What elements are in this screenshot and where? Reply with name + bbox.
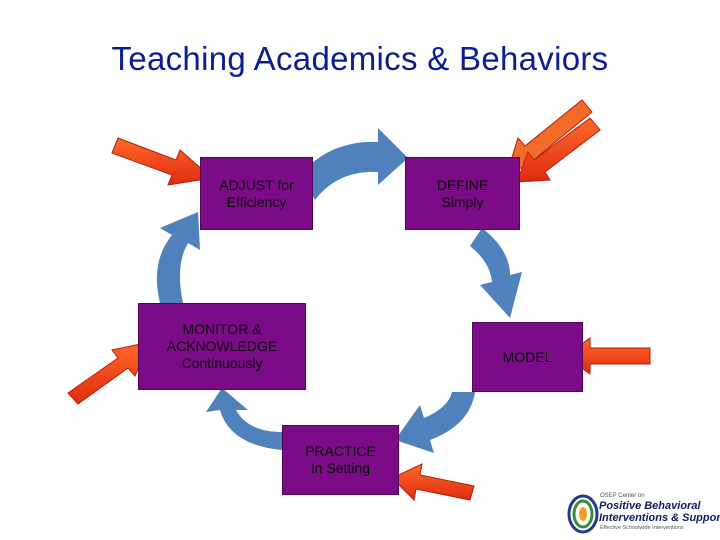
step-box-define: DEFINE Simply	[405, 157, 520, 230]
step-label-adjust: ADJUST for Efficiency	[219, 176, 294, 210]
cycle-arrow-left-upper	[156, 212, 200, 303]
cycle-arrow-top	[300, 128, 408, 200]
logo-text-line3: Interventions & Supports	[599, 512, 720, 524]
logo-text-line1: OSEP Center on	[600, 493, 645, 499]
step-label-define: DEFINE Simply	[436, 176, 489, 210]
step-label-practice: PRACTICE In Setting	[305, 443, 376, 476]
pointer-arrow-practice	[391, 463, 475, 502]
logo-text-line4: Effective Schoolwide Interventions	[600, 525, 684, 531]
cycle-arrow-right-lower	[395, 392, 475, 453]
pointer-arrow-adjust	[111, 137, 214, 186]
pbis-logo: OSEP Center on Positive Behavioral Inter…	[566, 492, 720, 536]
step-box-adjust: ADJUST for Efficiency	[200, 157, 313, 230]
cycle-arrow-right-upper	[470, 228, 522, 318]
pbis-logo-icon	[567, 494, 599, 534]
pointer-arrow-define	[507, 99, 601, 183]
step-label-model: MODEL	[502, 348, 553, 365]
step-box-model: MODEL	[472, 322, 583, 392]
slide-title: Teaching Academics & Behaviors	[111, 40, 609, 77]
step-label-monitor: MONITOR & ACKNOWLEDGE Continuously	[166, 321, 278, 371]
step-box-practice: PRACTICE In Setting	[282, 425, 399, 495]
step-box-monitor: MONITOR & ACKNOWLEDGE Continuously	[138, 303, 306, 390]
logo-text-line2: Positive Behavioral	[599, 500, 701, 512]
cycle-arrow-left-lower	[206, 388, 282, 450]
